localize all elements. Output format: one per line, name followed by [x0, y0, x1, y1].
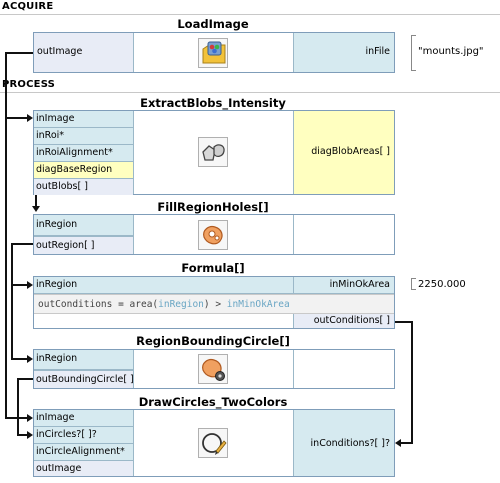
wire-outboundingcircle-down: [17, 378, 19, 435]
regionboundingcircle-in-inregion[interactable]: inRegion: [34, 350, 133, 370]
wire-loadimage-out: [5, 52, 33, 54]
extractblobs-in-inroialignment[interactable]: inRoiAlignment*: [34, 145, 133, 162]
arrow-formula-inregion: [27, 281, 33, 289]
drawcircles-in-inimage[interactable]: inImage: [34, 410, 133, 427]
arrow-drawcircles-inconditions: [395, 439, 401, 447]
extractblobs-in-inroi[interactable]: inRoi*: [34, 128, 133, 145]
loadimage-in-infile[interactable]: inFile: [365, 46, 390, 57]
wire-loadimage-down: [5, 52, 7, 118]
loadimage-out-outimage[interactable]: outImage: [37, 46, 83, 57]
formula-title: Formula[]: [181, 261, 245, 275]
arrow-extract-inimage: [27, 114, 33, 122]
bounding-circle-icon: [198, 354, 228, 384]
drawcircles-in-incirclealignment[interactable]: inCircleAlignment*: [34, 444, 133, 461]
minokarea-bracket: [411, 278, 416, 290]
wire-outboundingcircle: [17, 378, 33, 380]
wire-to-rbc-inregion: [11, 358, 27, 360]
formula-mid: ) >: [203, 299, 227, 310]
section-acquire-label: ACQUIRE: [2, 1, 54, 12]
wire-to-formula-inregion: [11, 284, 27, 286]
image-file-icon: [198, 38, 228, 68]
loadimage-block[interactable]: outImage inFile: [33, 32, 395, 73]
formula-block[interactable]: inRegion inMinOkArea outConditions = are…: [33, 276, 395, 329]
formula-out-spacer: [34, 314, 293, 328]
formula-arg-inregion: inRegion: [158, 299, 204, 310]
formula-eq: =: [112, 299, 130, 310]
wire-outregion-down: [11, 243, 13, 359]
arrow-fill-inregion: [32, 206, 40, 212]
wire-outconditions-down: [411, 321, 413, 443]
drawcircles-in-inconditions[interactable]: inConditions?[ ]?: [310, 438, 390, 449]
wire-outblobs-down: [35, 195, 37, 207]
formula-in-inminokarea[interactable]: inMinOkArea: [293, 277, 394, 294]
infile-bracket: [411, 35, 416, 71]
drawcircles-title: DrawCircles_TwoColors: [138, 395, 288, 409]
extractblobs-out-outblobs[interactable]: outBlobs[ ]: [34, 178, 133, 195]
regionboundingcircle-title: RegionBoundingCircle[]: [136, 334, 290, 348]
formula-in-inregion[interactable]: inRegion: [34, 277, 293, 294]
formula-lhs: outConditions: [38, 299, 113, 310]
wire-to-extract-inimage: [5, 117, 27, 119]
fill-holes-icon: [198, 220, 228, 250]
fillregionholes-out-outregion[interactable]: outRegion[ ]: [34, 236, 133, 254]
extractblobs-block[interactable]: inImage inRoi* inRoiAlignment* diagBaseR…: [33, 110, 395, 195]
wire-outconditions: [395, 321, 413, 323]
formula-out-outconditions[interactable]: outConditions[ ]: [293, 314, 394, 328]
drawcircles-in-incircles[interactable]: inCircles?[ ]?: [34, 427, 133, 444]
arrow-drawcircles-incircles: [27, 431, 33, 439]
fillregionholes-block[interactable]: inRegion outRegion[ ]: [33, 214, 395, 255]
regionboundingcircle-block[interactable]: inRegion outBoundingCircle[ ]: [33, 349, 395, 389]
fillregionholes-in-inregion[interactable]: inRegion: [34, 215, 133, 236]
draw-circle-icon: [198, 428, 228, 458]
wire-outregion: [11, 243, 33, 245]
wire-image-to-drawcircles: [5, 117, 7, 418]
infile-value[interactable]: "mounts.jpg": [418, 46, 484, 57]
extractblobs-in-inimage[interactable]: inImage: [34, 111, 133, 128]
arrow-drawcircles-inimage: [27, 414, 33, 422]
extractblobs-diag-baseregion[interactable]: diagBaseRegion: [34, 162, 133, 179]
regionboundingcircle-out-outboundingcircle[interactable]: outBoundingCircle[ ]: [34, 370, 134, 388]
formula-arg-inminokarea: inMinOkArea: [226, 299, 290, 310]
section-process-rule: [0, 92, 500, 93]
section-process-label: PROCESS: [2, 79, 56, 90]
wire-to-drawcircles-incircles: [17, 434, 27, 436]
loadimage-title: LoadImage: [177, 17, 249, 31]
formula-expression[interactable]: outConditions = area(inRegion) > inMinOk…: [34, 294, 394, 314]
wire-to-drawcircles-inconditions: [401, 442, 413, 444]
fillregionholes-title: FillRegionHoles[]: [157, 200, 269, 214]
section-acquire-rule: [0, 14, 500, 15]
extractblobs-title: ExtractBlobs_Intensity: [140, 96, 286, 110]
minokarea-value[interactable]: 2250.000: [418, 279, 466, 290]
drawcircles-block[interactable]: inImage inCircles?[ ]? inCircleAlignment…: [33, 409, 395, 477]
extractblobs-diag-blobareas[interactable]: diagBlobAreas[ ]: [311, 146, 390, 157]
blobs-icon: [198, 137, 228, 167]
arrow-rbc-inregion: [27, 355, 33, 363]
wire-drawcircles-inimage: [5, 417, 27, 419]
drawcircles-out-outimage[interactable]: outImage: [34, 460, 133, 476]
formula-fn: area(: [129, 299, 159, 310]
